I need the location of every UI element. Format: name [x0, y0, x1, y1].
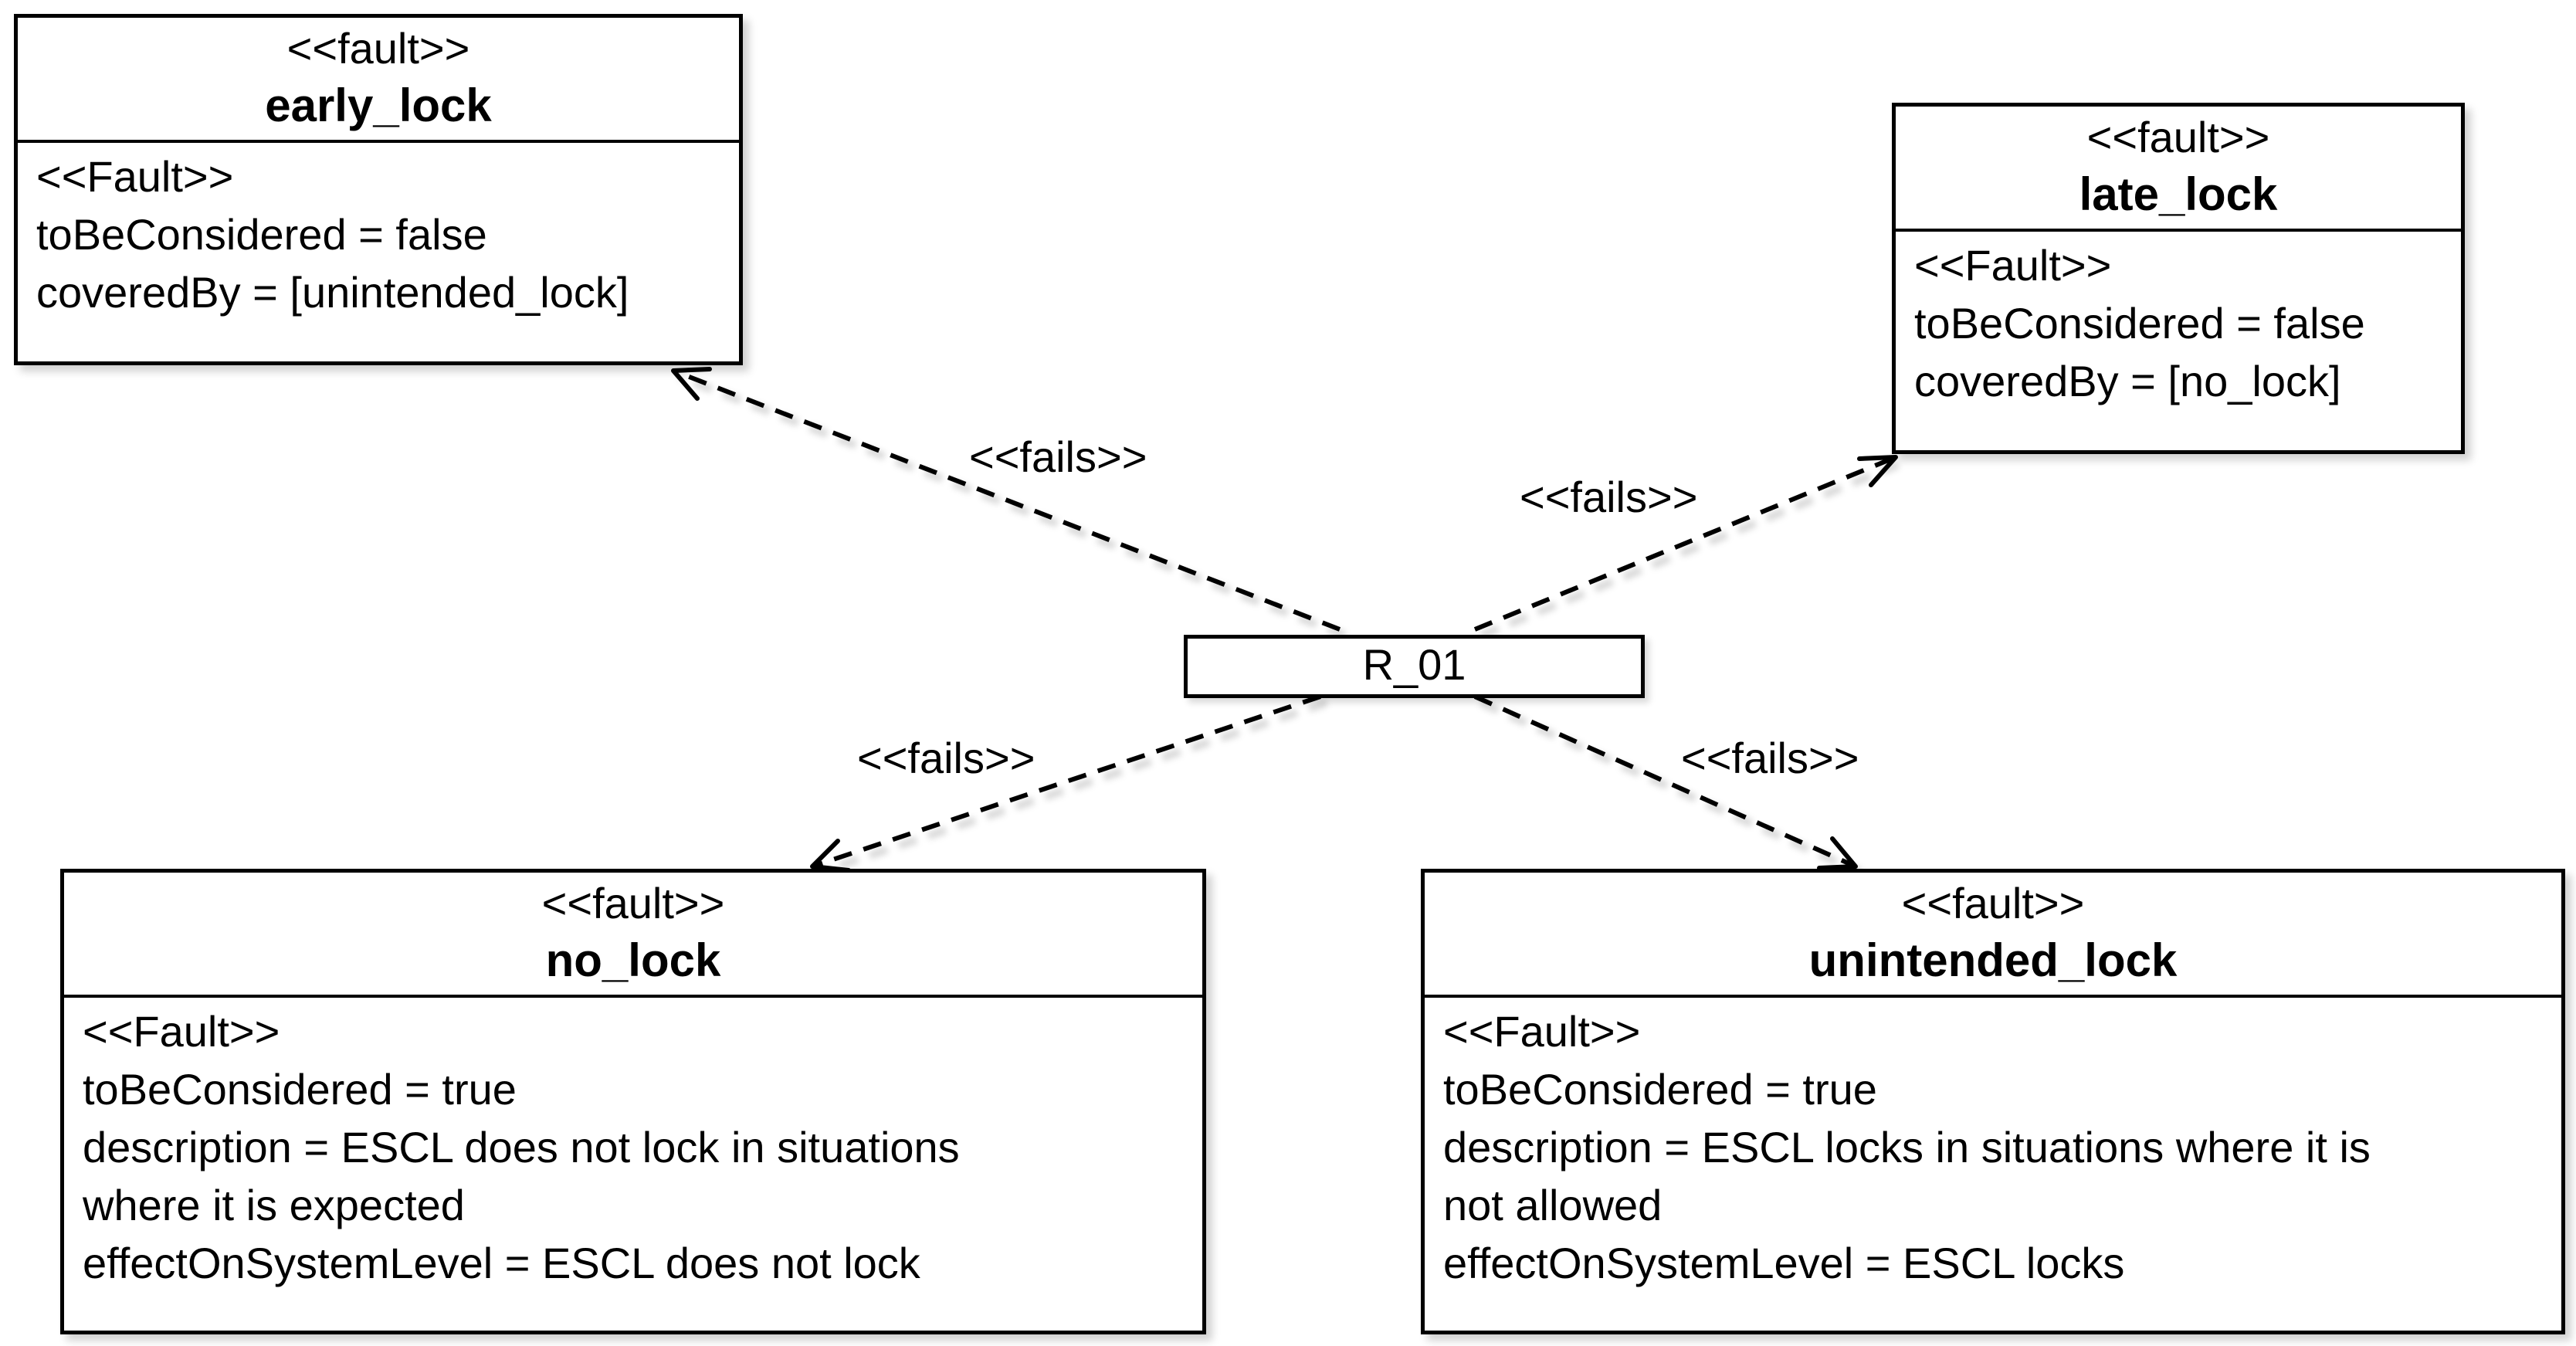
fault-name: early_lock	[265, 80, 492, 131]
attribute-to-be-considered: toBeConsidered = true	[1443, 1065, 1877, 1114]
stereotype-label: <<fault>>	[541, 879, 725, 927]
fault-attributes: <<Fault>> toBeConsidered = false covered…	[18, 143, 739, 321]
arrowhead-unintended-lock	[1817, 836, 1858, 870]
attribute-covered-by: coveredBy = [no_lock]	[1914, 357, 2341, 405]
requirement-name: R_01	[1362, 640, 1466, 689]
edge-label-to-late-lock: <<fails>>	[1520, 473, 1698, 521]
fault-name: late_lock	[2079, 168, 2278, 220]
arrowhead-no-lock	[810, 839, 851, 873]
fault-name: no_lock	[545, 934, 721, 986]
fault-attributes: <<Fault>> toBeConsidered = true descript…	[1425, 998, 2561, 1292]
edge-label-to-no-lock: <<fails>>	[857, 734, 1035, 782]
attribute-effect-on-system-level: effectOnSystemLevel = ESCL does not lock	[83, 1239, 920, 1287]
fault-attributes: <<Fault>> toBeConsidered = true descript…	[64, 998, 1202, 1292]
attribute-stereotype: <<Fault>>	[83, 1007, 280, 1056]
attribute-description: description = ESCL does not lock in situ…	[83, 1123, 960, 1171]
fault-box-early-lock[interactable]: <<fault>> early_lock <<Fault>> toBeConsi…	[14, 14, 743, 365]
fault-name: unintended_lock	[1808, 934, 2178, 986]
fault-attributes: <<Fault>> toBeConsidered = false covered…	[1896, 232, 2461, 410]
arrowhead-late-lock	[1857, 455, 1898, 487]
edge-label-to-early-lock: <<fails>>	[969, 432, 1147, 481]
fault-box-late-lock[interactable]: <<fault>> late_lock <<Fault>> toBeConsid…	[1892, 103, 2465, 454]
attribute-to-be-considered: toBeConsidered = false	[36, 210, 487, 259]
requirement-box-r01[interactable]: R_01	[1184, 635, 1645, 698]
arrowhead-early-lock	[671, 367, 712, 401]
stereotype-label: <<fault>>	[286, 24, 470, 73]
fault-header: <<fault>> no_lock	[64, 873, 1202, 998]
edge-to-early-lock	[672, 368, 1341, 632]
attribute-description-cont: not allowed	[1443, 1181, 1663, 1229]
attribute-covered-by: coveredBy = [unintended_lock]	[36, 268, 629, 317]
attribute-stereotype: <<Fault>>	[1443, 1007, 1641, 1056]
stereotype-label: <<fault>>	[1901, 879, 2085, 927]
fault-header: <<fault>> early_lock	[18, 18, 739, 143]
attribute-stereotype: <<Fault>>	[1914, 241, 2112, 290]
fault-box-no-lock[interactable]: <<fault>> no_lock <<Fault>> toBeConsider…	[60, 869, 1206, 1334]
attribute-stereotype: <<Fault>>	[36, 152, 234, 201]
attribute-effect-on-system-level: effectOnSystemLevel = ESCL locks	[1443, 1239, 2125, 1287]
stereotype-label: <<fault>>	[2086, 113, 2270, 161]
fault-box-unintended-lock[interactable]: <<fault>> unintended_lock <<Fault>> toBe…	[1421, 869, 2565, 1334]
attribute-to-be-considered: toBeConsidered = true	[83, 1065, 517, 1114]
fault-header: <<fault>> unintended_lock	[1425, 873, 2561, 998]
attribute-description: description = ESCL locks in situations w…	[1443, 1123, 2371, 1171]
fault-header: <<fault>> late_lock	[1896, 107, 2461, 232]
attribute-description-cont: where it is expected	[83, 1181, 465, 1229]
attribute-to-be-considered: toBeConsidered = false	[1914, 299, 2365, 348]
edge-label-to-unintended-lock: <<fails>>	[1681, 734, 1859, 782]
